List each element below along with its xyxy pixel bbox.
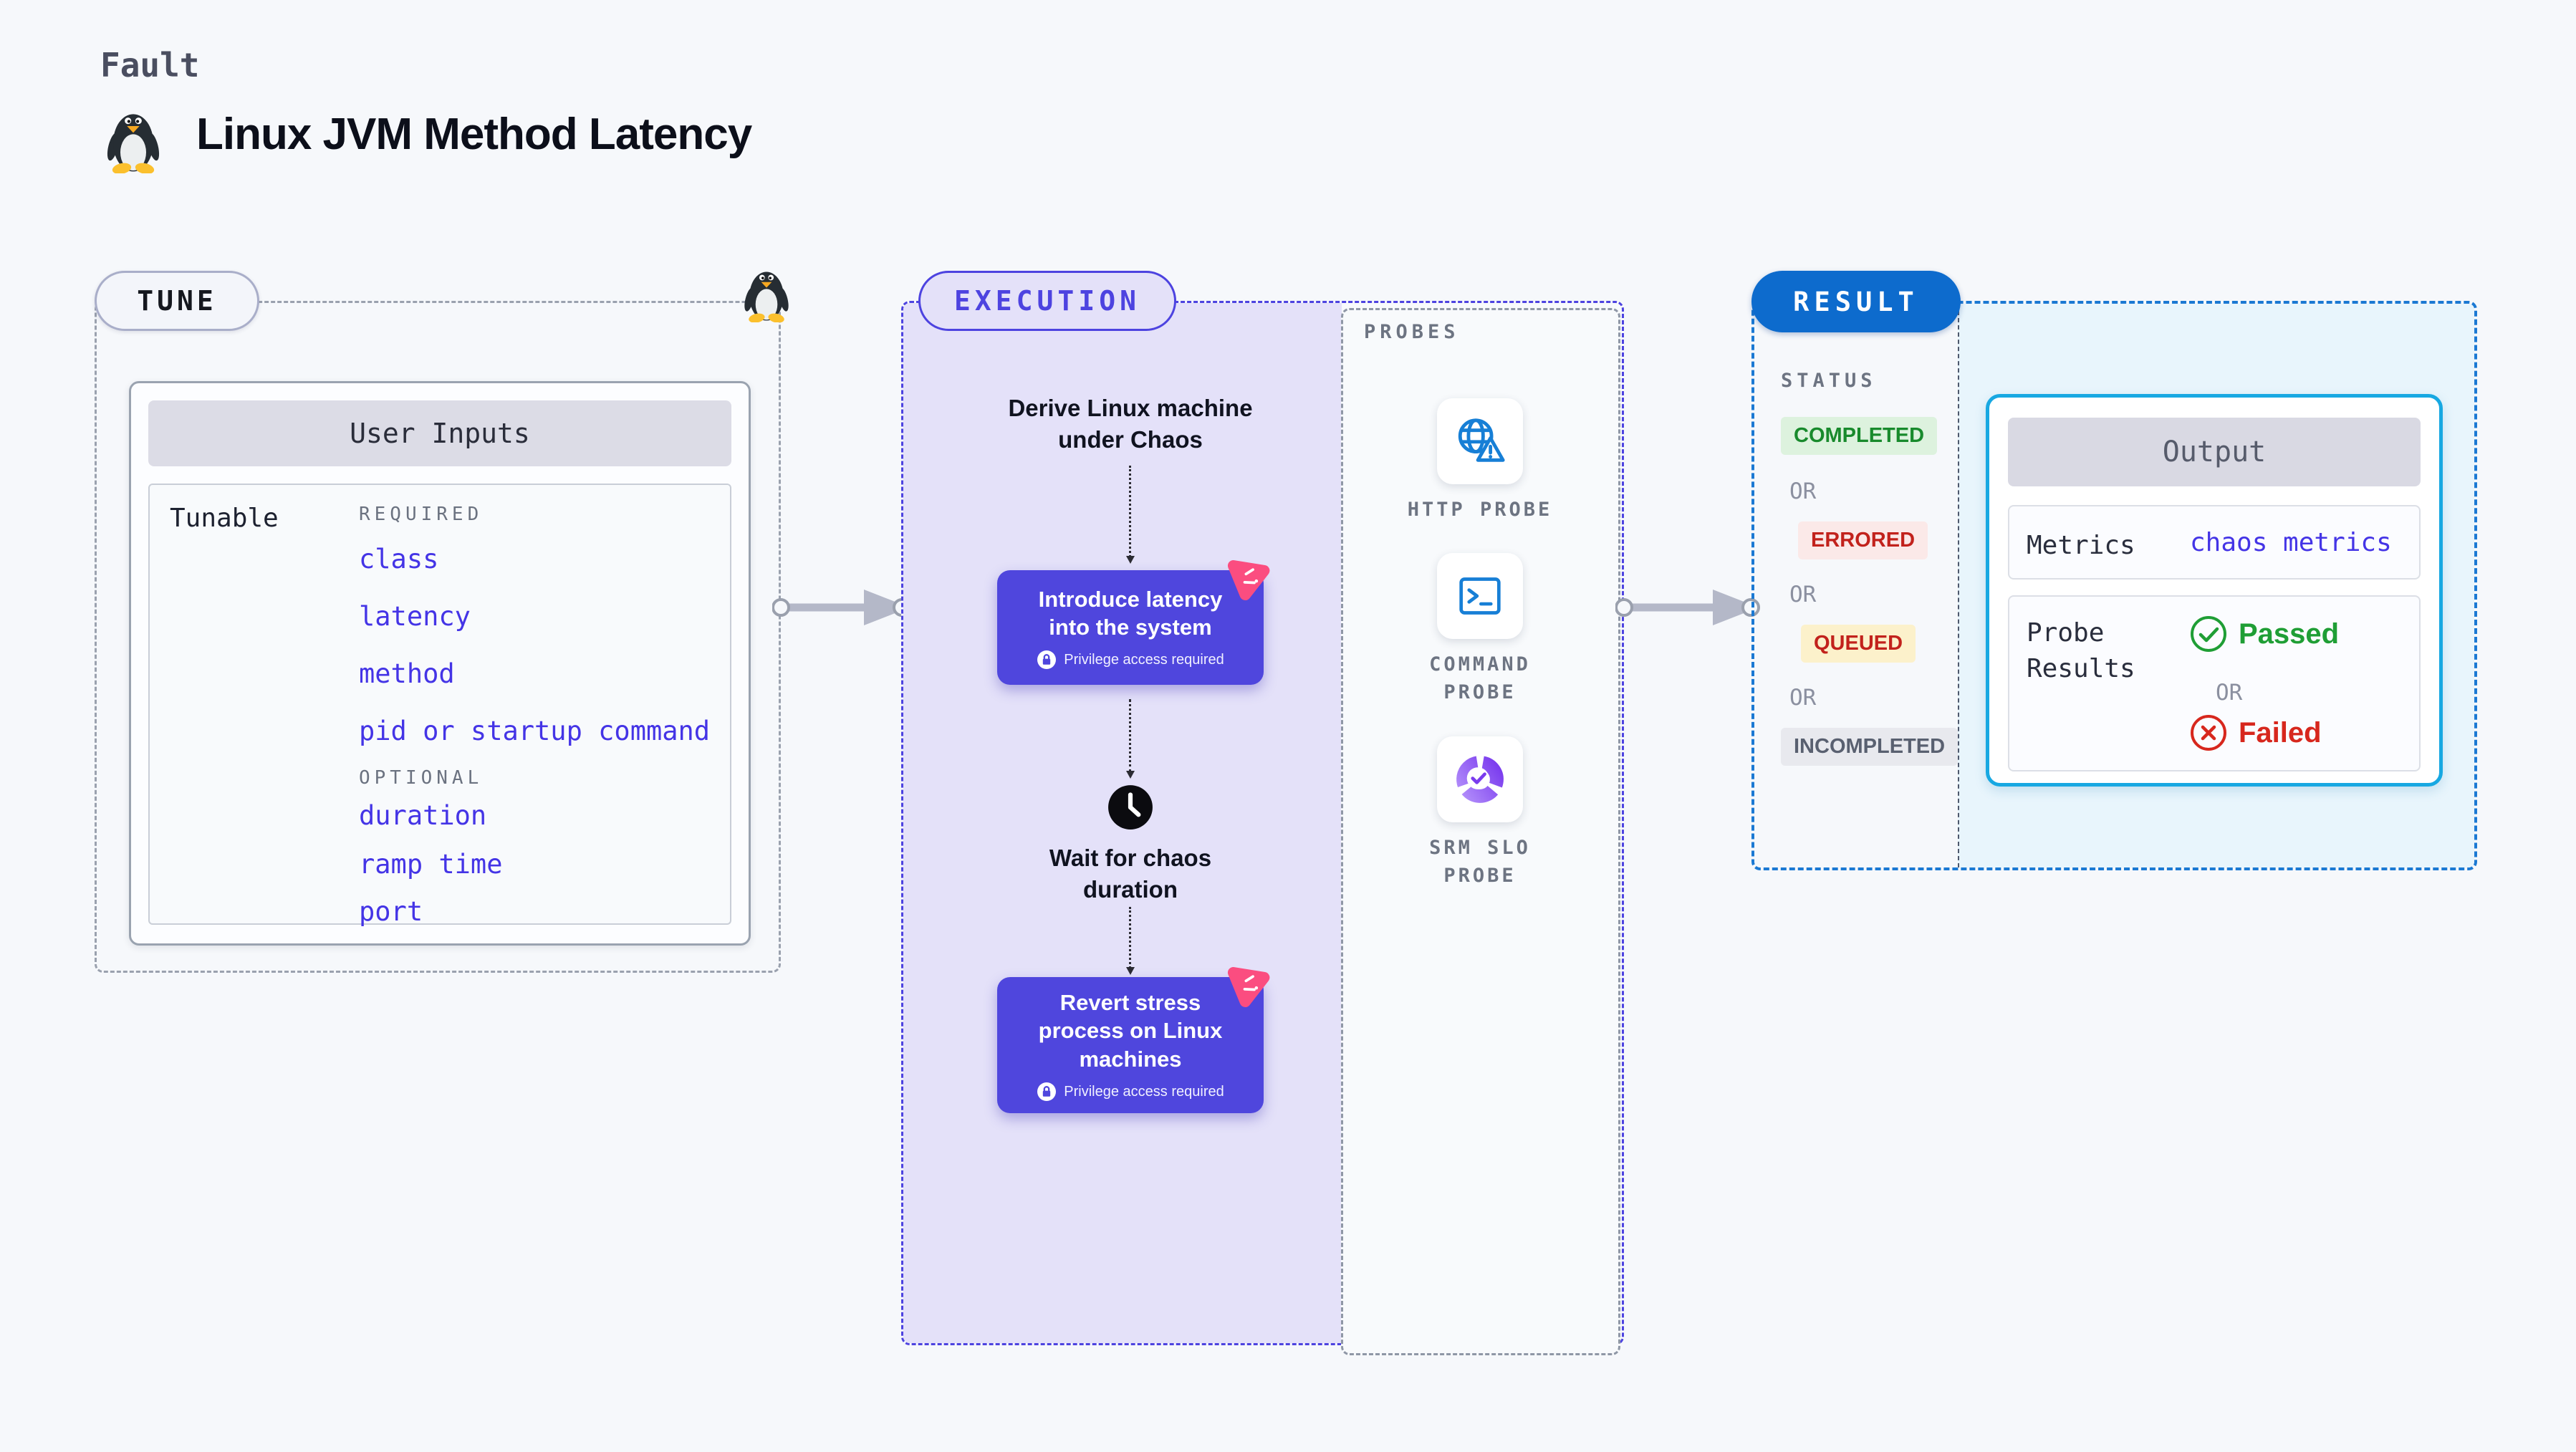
result-divider-line	[1958, 304, 1959, 867]
terminal-icon	[1459, 577, 1501, 615]
page-title: Linux JVM Method Latency	[196, 110, 752, 159]
metrics-value: chaos metrics	[2190, 528, 2392, 557]
linux-penguin-icon	[744, 271, 789, 322]
status-heading: STATUS	[1781, 370, 1877, 392]
node-title: Revert stress process on Linux machines	[1038, 989, 1223, 1072]
tunables-panel: Tunable REQUIRED class latency method pi…	[148, 484, 731, 927]
status-badge-errored: ERRORED	[1798, 521, 1928, 559]
status-badge-queued: QUEUED	[1801, 625, 1916, 663]
tunable-item: method	[359, 658, 455, 689]
privilege-note: Privilege access required	[1064, 1083, 1224, 1100]
output-card: Output Metrics chaos metrics Probe Resul…	[1986, 394, 2443, 787]
tunable-item: duration	[359, 800, 487, 831]
lock-icon	[1037, 650, 1057, 670]
probe-results-label: Probe Results	[2027, 618, 2135, 684]
privilege-note: Privilege access required	[1064, 651, 1224, 668]
tunable-item: pid or startup command	[359, 716, 711, 746]
flow-arrow-tune-to-execution	[772, 590, 911, 625]
flow-arrow-execution-to-result	[1615, 590, 1760, 625]
optional-heading: OPTIONAL	[359, 767, 484, 789]
tune-section-box	[95, 301, 781, 973]
required-heading: REQUIRED	[359, 504, 484, 525]
tunable-item: class	[359, 544, 439, 574]
slo-donut-icon	[1456, 756, 1504, 803]
or-separator: OR	[2216, 680, 2243, 706]
result-badge: RESULT	[1751, 271, 1961, 332]
output-title: Output	[2008, 418, 2421, 486]
flow-connector	[1126, 466, 1135, 564]
revert-stress-node: Revert stress process on Linux machines …	[997, 977, 1264, 1113]
probe-results-row: Probe Results Passed OR Failed	[2008, 595, 2421, 771]
tunable-item: ramp time	[359, 849, 503, 880]
probe-label: HTTP PROBE	[1407, 499, 1553, 521]
failed-verdict: Failed	[2188, 713, 2322, 753]
execution-badge: EXECUTION	[918, 271, 1176, 331]
derive-step-text: Derive Linux machine under Chaos	[1008, 395, 1253, 453]
tune-badge: TUNE	[95, 271, 259, 331]
wait-step-text: Wait for chaos duration	[1049, 845, 1212, 903]
or-separator: OR	[1789, 479, 1817, 504]
check-circle-icon	[2191, 616, 2226, 652]
chaos-fault-icon	[1227, 560, 1270, 601]
http-probe-card	[1437, 398, 1523, 484]
failed-label: Failed	[2239, 716, 2322, 749]
tunable-item: latency	[359, 601, 471, 632]
tunable-row-label: Tunable	[170, 504, 279, 533]
command-probe-card	[1437, 553, 1523, 639]
probe-label: SRM SLO PROBE	[1429, 837, 1531, 888]
globe-alert-icon	[1458, 418, 1505, 462]
tunable-item: port	[359, 896, 423, 927]
user-inputs-card: User Inputs Tunable REQUIRED class laten…	[129, 381, 751, 946]
or-separator: OR	[1789, 582, 1817, 607]
wait-clock-icon	[1108, 785, 1153, 830]
srm-slo-probe-card	[1437, 736, 1523, 822]
status-badge-incompleted: INCOMPLETED	[1781, 728, 1959, 766]
status-badge-completed: COMPLETED	[1781, 417, 1938, 455]
probes-heading: PROBES	[1364, 321, 1460, 343]
flow-connector	[1126, 699, 1135, 779]
chaos-fault-icon	[1227, 967, 1270, 1008]
metrics-label: Metrics	[2027, 531, 2135, 560]
probe-label: COMMAND PROBE	[1429, 653, 1531, 704]
fault-kind-label: Fault	[100, 46, 200, 85]
linux-penguin-icon	[107, 114, 160, 173]
introduce-latency-node: Introduce latency into the system Privil…	[997, 570, 1264, 685]
passed-verdict: Passed	[2188, 614, 2339, 654]
lock-icon	[1037, 1082, 1057, 1102]
or-separator: OR	[1789, 685, 1817, 711]
metrics-row: Metrics chaos metrics	[2008, 505, 2421, 580]
x-circle-icon	[2191, 715, 2226, 751]
passed-label: Passed	[2239, 617, 2340, 650]
user-inputs-title: User Inputs	[148, 400, 731, 466]
node-title: Introduce latency into the system	[1038, 586, 1223, 640]
flow-connector	[1126, 907, 1135, 975]
